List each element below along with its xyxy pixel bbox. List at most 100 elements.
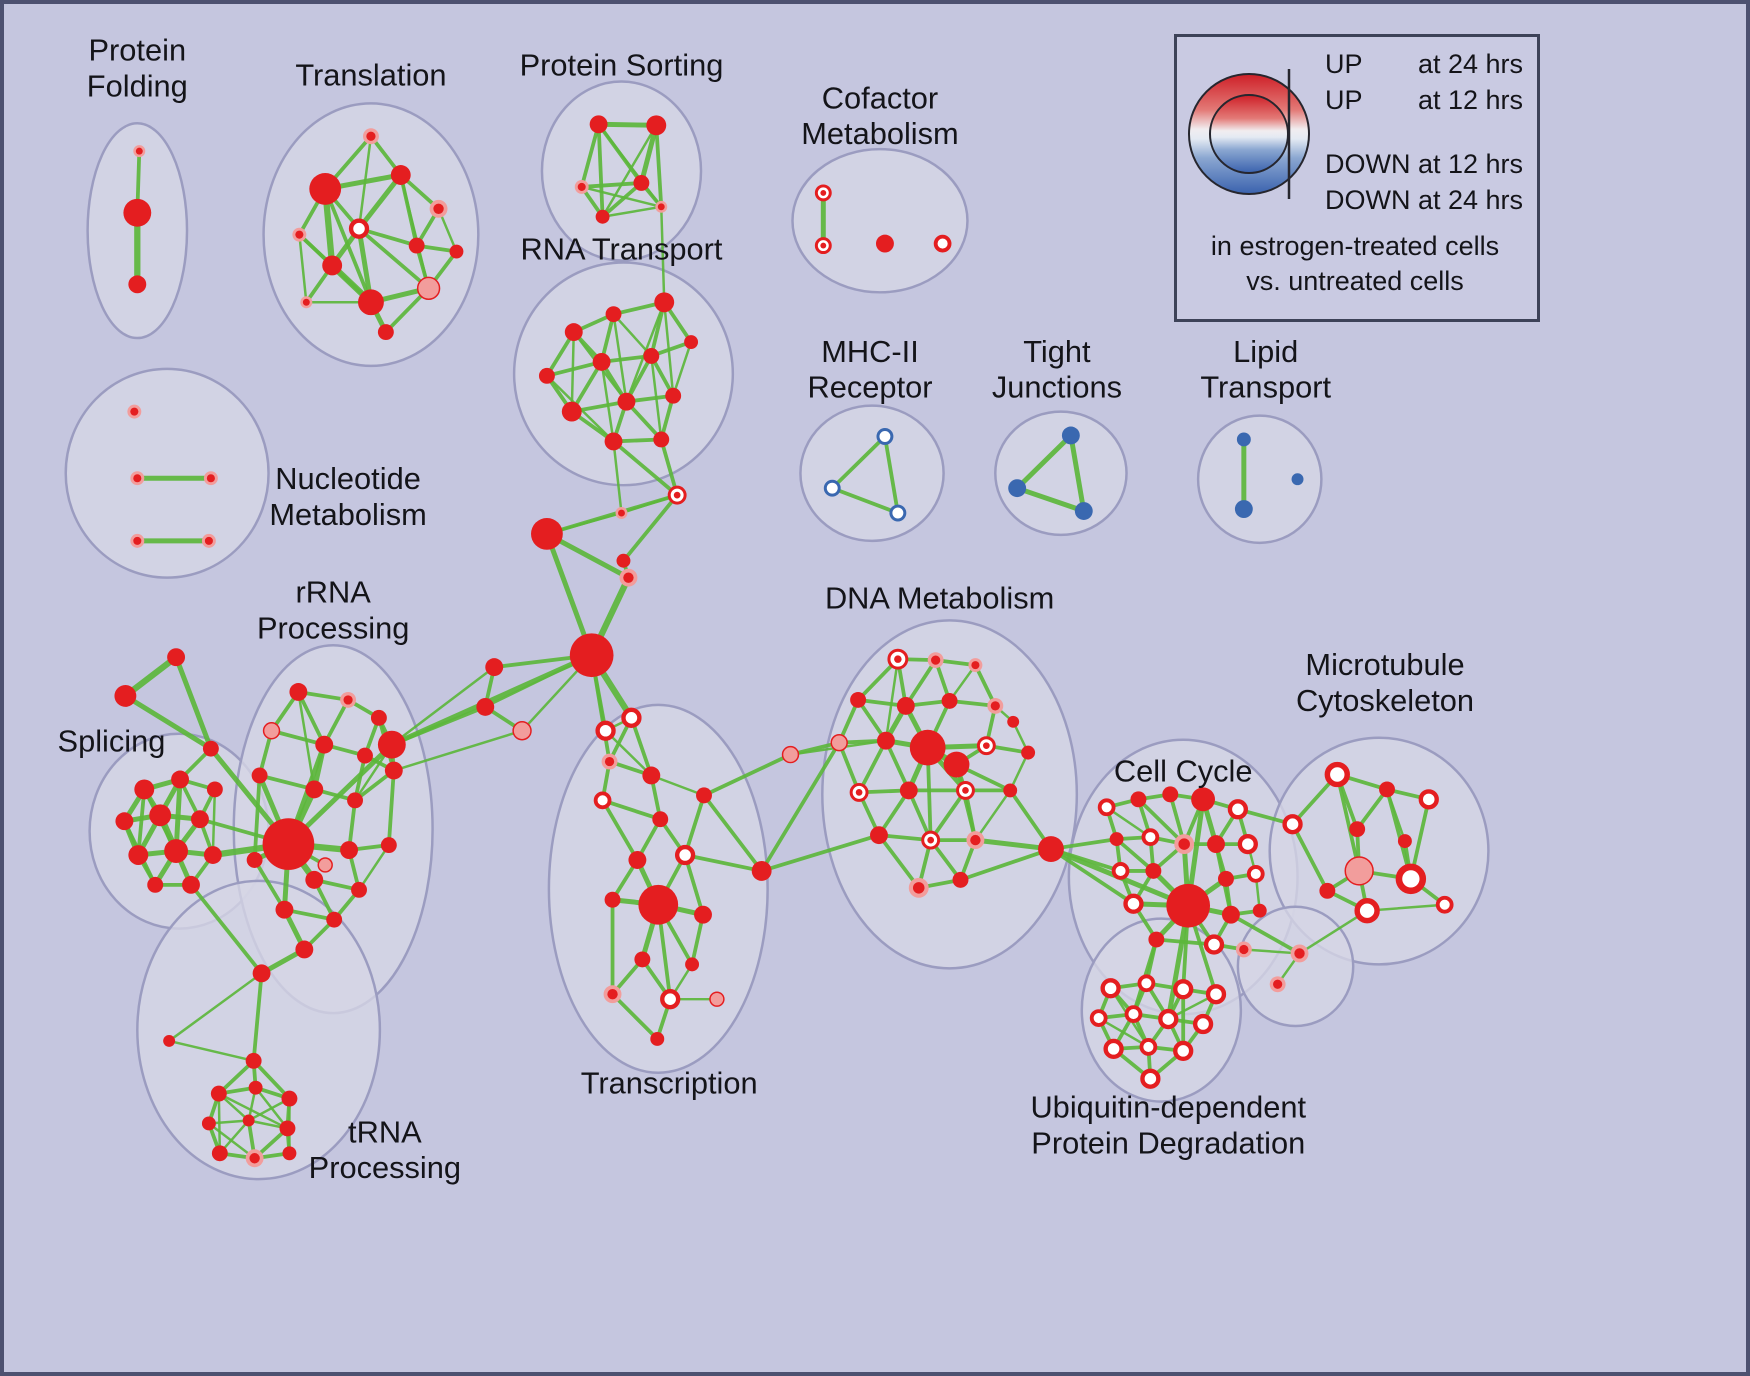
gene-node: [1246, 865, 1265, 883]
legend-rows: UP at 24 hrs UP at 12 hrs DOWN at 12 hrs…: [1323, 45, 1523, 223]
gene-node: [171, 770, 190, 789]
network-edge: [857, 738, 888, 795]
gene-node: [814, 184, 832, 202]
cluster-bubble: [64, 367, 270, 579]
gene-node: [114, 685, 137, 707]
gene-node: [1397, 834, 1412, 849]
network-edge: [928, 788, 968, 842]
gene-node: [1191, 787, 1216, 812]
gene-node: [1130, 791, 1147, 808]
network-edge: [1008, 751, 1030, 792]
gene-node: [348, 218, 370, 239]
network-edge: [600, 181, 644, 219]
gene-node: [127, 404, 142, 419]
cluster-bubbles: [64, 80, 1490, 1181]
gene-node: [289, 683, 308, 701]
network-edge: [1229, 912, 1302, 956]
network-edge: [298, 233, 308, 304]
network-edge: [600, 360, 615, 443]
gene-node: [251, 767, 268, 784]
gene-node: [1221, 905, 1240, 924]
gene-node: [128, 275, 147, 294]
network-edge: [122, 693, 214, 752]
gene-node: [941, 692, 958, 709]
gene-node: [1192, 1013, 1214, 1035]
legend-direction-label: UP: [1325, 49, 1363, 79]
gene-node: [1003, 783, 1018, 798]
gene-node: [191, 810, 209, 829]
gene-node: [358, 289, 384, 316]
network-edge: [702, 793, 764, 873]
network-edge: [1298, 909, 1369, 955]
gene-node: [133, 145, 146, 158]
cluster-bubble: [821, 619, 1079, 970]
gene-node: [574, 179, 589, 194]
gene-node: [966, 831, 985, 850]
network-edge: [1365, 903, 1446, 912]
gene-node: [654, 292, 675, 313]
gene-node: [615, 507, 628, 519]
network-edge: [958, 847, 1053, 882]
gene-node: [538, 367, 555, 384]
gene-node: [814, 237, 832, 255]
cluster-bubble: [799, 404, 945, 543]
gene-node: [1111, 862, 1130, 880]
gene-node: [1089, 1009, 1108, 1027]
gene-node: [694, 905, 712, 924]
gene-node: [512, 721, 532, 741]
cluster-bubble: [994, 410, 1128, 537]
legend-time-label: at 24 hrs: [1417, 185, 1523, 215]
gene-node: [1137, 974, 1156, 993]
gene-node: [1007, 715, 1020, 728]
gene-node: [849, 782, 869, 802]
network-nodes: [114, 115, 1454, 1168]
gene-node: [633, 175, 650, 191]
network-edge: [600, 798, 663, 822]
cluster-bubble: [262, 102, 480, 368]
gene-node: [201, 533, 216, 548]
network-edge: [216, 1058, 256, 1096]
network-edge: [601, 205, 663, 218]
network-edge: [386, 768, 396, 847]
network-edge: [251, 971, 264, 1063]
gene-node: [601, 753, 618, 770]
gene-node: [1158, 1008, 1179, 1030]
cluster-bubble: [1236, 905, 1355, 1028]
network-edge: [659, 437, 680, 498]
network-edge: [610, 992, 660, 1041]
gene-node: [340, 691, 357, 708]
gene-node: [665, 387, 682, 404]
network-edge: [1355, 787, 1389, 832]
gene-node: [1435, 895, 1454, 914]
gene-node: [1395, 863, 1427, 895]
gene-node: [876, 428, 894, 445]
gene-node: [1290, 944, 1309, 963]
gene-node: [1021, 745, 1036, 760]
gene-node: [927, 652, 944, 669]
gene-node: [605, 306, 622, 323]
network-edge: [759, 833, 881, 873]
gene-node: [561, 401, 582, 422]
gene-node: [634, 951, 651, 968]
gene-node: [968, 658, 983, 673]
gene-node: [206, 781, 223, 798]
gene-node: [211, 1145, 228, 1162]
gene-node: [1123, 893, 1144, 914]
gene-node: [340, 841, 359, 859]
gene-node: [1217, 870, 1234, 887]
gene-node: [1344, 856, 1374, 886]
gene-node: [300, 296, 313, 309]
gene-node: [595, 720, 616, 741]
gene-node: [531, 517, 563, 550]
gene-node: [1148, 931, 1165, 948]
gene-node: [655, 200, 668, 213]
gene-node: [1038, 836, 1064, 862]
legend-caption: in estrogen-treated cells vs. untreated …: [1187, 229, 1523, 299]
gene-node: [380, 837, 397, 854]
gene-node: [638, 884, 679, 925]
network-edge: [1290, 822, 1330, 893]
